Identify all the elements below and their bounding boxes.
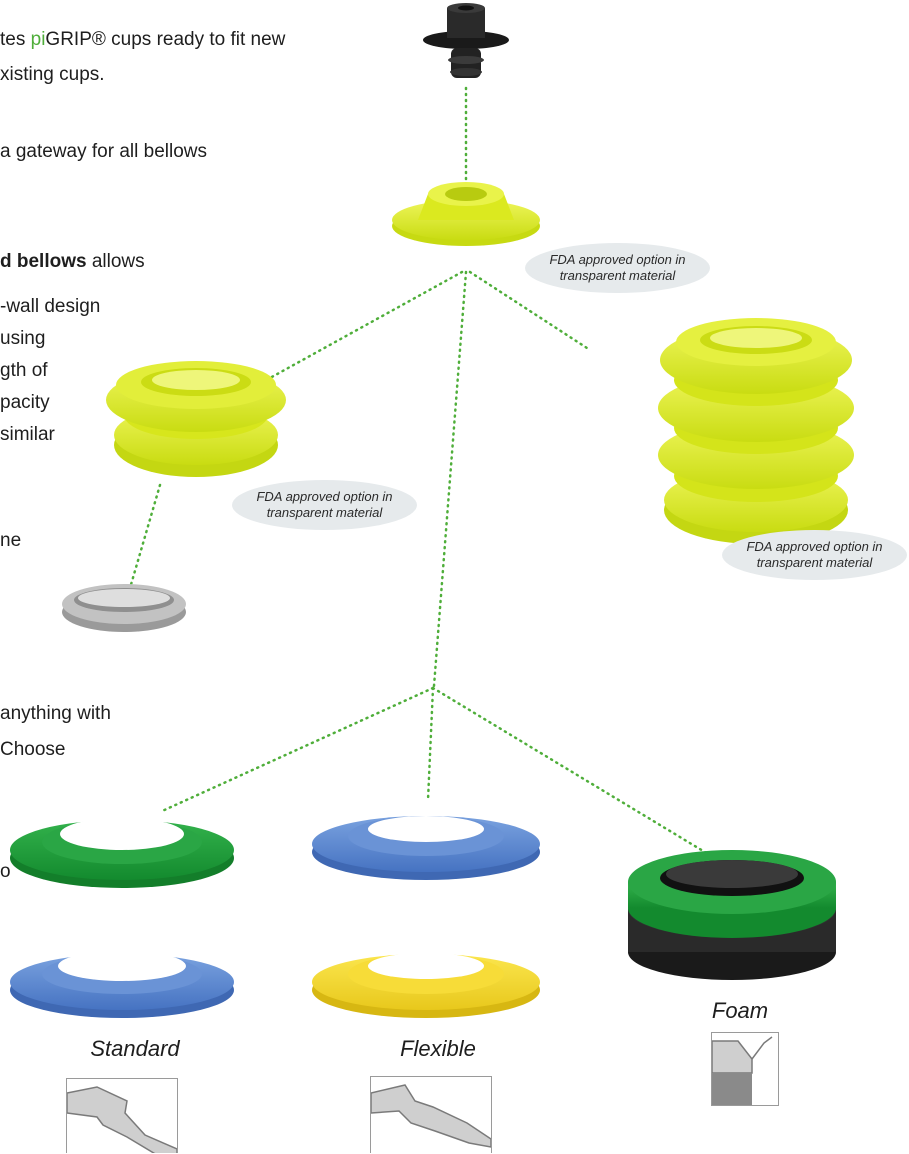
bellows-bold: d bellows bbox=[0, 251, 87, 272]
bellows-line-1: d bellows allows bbox=[0, 252, 145, 271]
lips-line-2: Choose bbox=[0, 739, 66, 760]
bellows-line-3: using bbox=[0, 328, 46, 349]
foam-lip-icon bbox=[628, 850, 836, 980]
standard-lip-blue-icon bbox=[10, 951, 234, 1018]
bellows-line-2: -wall design bbox=[0, 296, 101, 317]
intro-line-1: tes piGRIP® cups ready to fit new bbox=[0, 30, 285, 49]
lips-line-3: o bbox=[0, 861, 11, 882]
adapter-icon bbox=[392, 182, 540, 246]
bellows-line-1-post: allows bbox=[86, 251, 145, 272]
label-foam: Foam bbox=[711, 998, 769, 1023]
bellow-short-icon bbox=[106, 361, 286, 477]
intro-line-2: xisting cups. bbox=[0, 64, 105, 85]
bellows-line-4: gth of bbox=[0, 360, 48, 381]
intro-line-1-post: GRIP® cups ready to fit new bbox=[45, 29, 286, 50]
fitting-icon bbox=[423, 3, 509, 78]
flexible-lip-yellow-icon bbox=[312, 953, 540, 1018]
note-adapter: FDA approved option in transparent mater… bbox=[525, 243, 710, 293]
profile-standard-shape bbox=[67, 1086, 177, 1153]
lips-line-1: anything with bbox=[0, 703, 111, 724]
profile-flexible bbox=[370, 1076, 492, 1153]
profile-flexible-shape bbox=[371, 1084, 491, 1148]
brand-pi: pi bbox=[30, 29, 46, 50]
note-bellow-short: FDA approved option in transparent mater… bbox=[232, 480, 417, 530]
profile-foam-shape bbox=[712, 1036, 773, 1105]
flexible-lip-blue-icon bbox=[312, 816, 540, 880]
intro-line-1-pre: tes bbox=[0, 29, 31, 50]
note-bellow-tall: FDA approved option in transparent mater… bbox=[722, 530, 907, 580]
profile-foam bbox=[711, 1032, 779, 1106]
reducer-line: ne bbox=[0, 530, 22, 551]
connector-lines bbox=[128, 86, 720, 862]
label-flexible: Flexible bbox=[400, 1036, 476, 1061]
gateway-line: a gateway for all bellows bbox=[0, 141, 207, 162]
bellows-line-6: similar bbox=[0, 424, 55, 445]
standard-lip-green-icon bbox=[10, 818, 234, 888]
label-standard: Standard bbox=[90, 1036, 180, 1061]
reducer-ring-icon bbox=[62, 584, 186, 632]
bellows-line-5: pacity bbox=[0, 392, 50, 413]
bellow-tall-icon bbox=[658, 318, 854, 544]
profile-standard bbox=[66, 1078, 178, 1153]
